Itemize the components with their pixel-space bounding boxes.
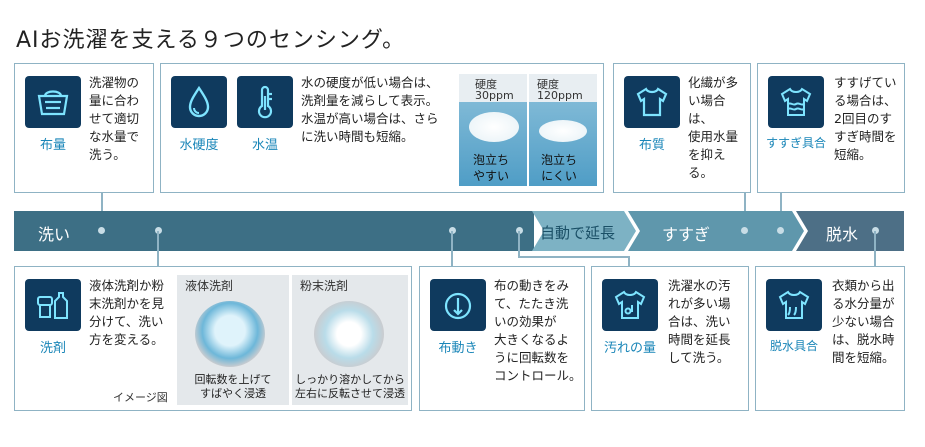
shirt-spin-icon-tile (766, 279, 822, 331)
card-detergent: 洗剤 液体洗剤か粉末洗剤かを見分けて、洗い方を変える。 イメージ図 液体洗剤 回… (14, 266, 412, 411)
stage-spin-bar (796, 211, 904, 251)
card-rinse: すすぎ具合 すすげている場合は、2回目のすすぎ時間を短縮。 (757, 63, 905, 193)
stage-rinse-bar (628, 211, 804, 251)
connector-detergent (157, 231, 159, 266)
shirt-rinse-icon-tile (768, 76, 824, 128)
fabric-label: 布質 (638, 138, 665, 153)
drum-powder (314, 301, 384, 367)
shirt-dirt-icon-tile (602, 279, 658, 331)
rinse-label: すすぎ具合 (765, 136, 826, 150)
fabric-desc: 化繊が多い場合は、使用水量を抑える。 (688, 75, 739, 180)
image-note: イメージ図 (113, 391, 168, 404)
shirt-dirt-icon (614, 290, 646, 319)
thermometer-icon-tile (237, 76, 293, 128)
load-label: 布量 (39, 138, 66, 153)
connector-spin (874, 231, 876, 266)
stage-wash: 洗い (38, 225, 71, 244)
marker-rinse (777, 227, 784, 234)
dirt-desc: 洗濯水の汚れが多い場合は、洗い時間を延長して洗う。 (668, 278, 731, 365)
stage-wash-bar (14, 211, 534, 251)
drum-liquid (195, 301, 265, 367)
shirt-icon (636, 87, 668, 117)
page-title: AIお洗濯を支える９つのセンシング。 (16, 28, 406, 53)
load-desc: 洗濯物の量に合わせて適切な水量で洗う。 (89, 75, 140, 162)
connector-dirt-v2 (628, 256, 630, 266)
card-fabric: 布質 化繊が多い場合は、使用水量を抑える。 (613, 63, 751, 193)
foam-large (469, 112, 519, 142)
card-motion: 布動き 布の動きをみて、たたき洗いの効果が大きくなるように回転数をコントロール。 (419, 266, 585, 411)
connector-dirt-v1 (518, 231, 520, 257)
spin-desc: 衣類から出る水分量が少ない場合は、脱水時間を短縮。 (832, 278, 895, 365)
card-hardness-temp: 水硬度 水温 水の硬度が低い場合は、洗剤量を減らして表示。水温が高い場合は、さら… (160, 63, 604, 193)
marker-fabric (741, 227, 748, 234)
motion-desc: 布の動きをみて、たたき洗いの効果が大きくなるように回転数をコントロール。 (494, 278, 582, 383)
card-load: 布量 洗濯物の量に合わせて適切な水量で洗う。 (14, 63, 154, 193)
shirt-rinse-icon (780, 87, 812, 116)
card-dirt: 汚れの量 洗濯水の汚れが多い場合は、洗い時間を延長して洗う。 (591, 266, 749, 411)
dirt-label: 汚れの量 (603, 341, 656, 356)
shirt-icon-tile (624, 76, 680, 128)
rotation-icon (444, 292, 472, 320)
detergent-label: 洗剤 (39, 341, 66, 356)
shirt-spin-icon (778, 290, 810, 319)
detergent-icon (37, 292, 68, 319)
stage-extend-bar (532, 211, 636, 251)
hardness-desc: 水の硬度が低い場合は、洗剤量を減らして表示。水温が高い場合は、さらに洗い時間も短… (301, 75, 439, 144)
marker-dirt (516, 227, 523, 234)
basket-icon (37, 90, 69, 116)
stage-extend: 自動で延長 (540, 224, 616, 242)
connector-dirt-h (518, 256, 630, 258)
detergent-icon-tile (25, 279, 81, 331)
marker-detergent (155, 227, 162, 234)
card-spin: 脱水具合 衣類から出る水分量が少ない場合は、脱水時間を短縮。 (755, 266, 905, 411)
marker-load (98, 227, 105, 234)
thermometer-icon (257, 85, 273, 119)
spin-label: 脱水具合 (769, 339, 818, 353)
rinse-desc: すすげている場合は、2回目のすすぎ時間を短縮。 (834, 75, 897, 162)
hardness-label: 水硬度 (179, 138, 219, 153)
temp-label: 水温 (251, 138, 278, 153)
hardness-photo-120: 硬度 120ppm 泡立ちにくい (529, 74, 597, 186)
rotation-icon-tile (430, 279, 486, 331)
connector-motion (451, 231, 453, 266)
marker-motion (449, 227, 456, 234)
marker-spin (872, 227, 879, 234)
water-drop-icon (188, 85, 210, 118)
photo-powder: 粉末洗剤 しっかり溶かしてから左右に反転させて浸透 (292, 275, 408, 405)
photo-liquid: 液体洗剤 回転数を上げてすばやく浸透 (177, 275, 289, 405)
stage-rinse: すすぎ (662, 225, 711, 244)
stage-spin: 脱水 (826, 225, 859, 244)
water-drop-icon-tile (171, 76, 227, 128)
hardness-photo-30: 硬度 30ppm 泡立ちやすい (459, 74, 527, 186)
process-timeline (14, 211, 904, 251)
detergent-desc: 液体洗剤か粉末洗剤かを見分けて、洗い方を変える。 (89, 278, 165, 347)
motion-label: 布動き (438, 341, 478, 356)
basket-icon-tile (25, 76, 81, 128)
foam-small (539, 120, 587, 142)
